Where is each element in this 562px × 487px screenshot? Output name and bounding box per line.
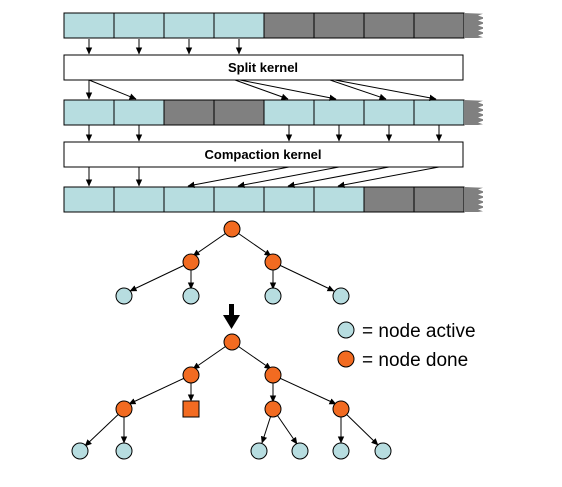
- array-row-bottom: [63, 186, 483, 213]
- array-torn-edge: [464, 100, 483, 125]
- tree-node-done: [223, 333, 241, 351]
- array-cell-inactive: [213, 99, 265, 126]
- array-row-top: [63, 12, 483, 39]
- array-cell-inactive: [263, 12, 315, 39]
- array-cell-active: [263, 99, 315, 126]
- split-kernel-box: [63, 54, 464, 81]
- legend: = node active = node done: [337, 321, 476, 371]
- array-cell-active: [63, 186, 115, 213]
- array-cell-active: [113, 186, 165, 213]
- array-cell-inactive: [413, 12, 465, 39]
- legend-done-label: = node done: [362, 350, 468, 371]
- tree-node-done: [264, 366, 282, 384]
- compaction-kernel-box: [63, 141, 464, 168]
- array-cell-inactive: [163, 99, 215, 126]
- tree-after: [71, 333, 392, 460]
- split-kernel-label: Split kernel: [228, 60, 298, 75]
- array-cell-active: [413, 99, 465, 126]
- legend-active-swatch: [337, 321, 355, 339]
- tree-node-active: [115, 442, 133, 460]
- legend-active-label: = node active: [362, 321, 476, 342]
- arrows-top-to-split: [85, 39, 243, 55]
- tree-node-done: [332, 400, 350, 418]
- tree-node-active: [332, 287, 350, 305]
- tree-node-active: [264, 287, 282, 305]
- tree-node-done: [115, 400, 133, 418]
- array-cell-active: [213, 186, 265, 213]
- array-row-middle: [63, 99, 483, 126]
- tree-node-done: [264, 400, 282, 418]
- tree-node-done: [182, 366, 200, 384]
- array-cell-active: [113, 12, 165, 39]
- array-cell-active: [263, 186, 315, 213]
- tree-node-done: [223, 220, 241, 238]
- array-cell-active: [113, 99, 165, 126]
- array-cell-inactive: [413, 186, 465, 213]
- tree-leaf-done-square: [182, 400, 200, 418]
- array-cell-inactive: [363, 12, 415, 39]
- array-torn-edge: [464, 187, 483, 212]
- array-cell-inactive: [363, 186, 415, 213]
- array-cell-active: [363, 99, 415, 126]
- array-cell-active: [213, 12, 265, 39]
- tree-node-active: [71, 442, 89, 460]
- down-arrow-icon: [223, 304, 240, 329]
- compaction-kernel-label: Compaction kernel: [204, 147, 321, 162]
- tree-node-active: [115, 287, 133, 305]
- tree-node-active: [182, 287, 200, 305]
- arrows-middle-to-compaction: [85, 125, 443, 142]
- array-cell-active: [163, 12, 215, 39]
- array-cell-inactive: [313, 12, 365, 39]
- array-torn-edge: [464, 13, 483, 38]
- tree-node-done: [182, 253, 200, 271]
- legend-done-swatch: [337, 350, 355, 368]
- tree-before: [115, 220, 350, 305]
- array-cell-active: [313, 99, 365, 126]
- tree-node-active: [291, 442, 309, 460]
- array-cell-active: [163, 186, 215, 213]
- array-cell-active: [313, 186, 365, 213]
- array-cell-active: [63, 99, 115, 126]
- tree-node-done: [264, 253, 282, 271]
- arrows-compaction-to-bottom: [85, 166, 440, 188]
- tree-node-active: [250, 442, 268, 460]
- tree-node-active: [374, 442, 392, 460]
- arrows-split-to-middle: [85, 79, 437, 101]
- array-cell-active: [63, 12, 115, 39]
- tree-node-active: [332, 442, 350, 460]
